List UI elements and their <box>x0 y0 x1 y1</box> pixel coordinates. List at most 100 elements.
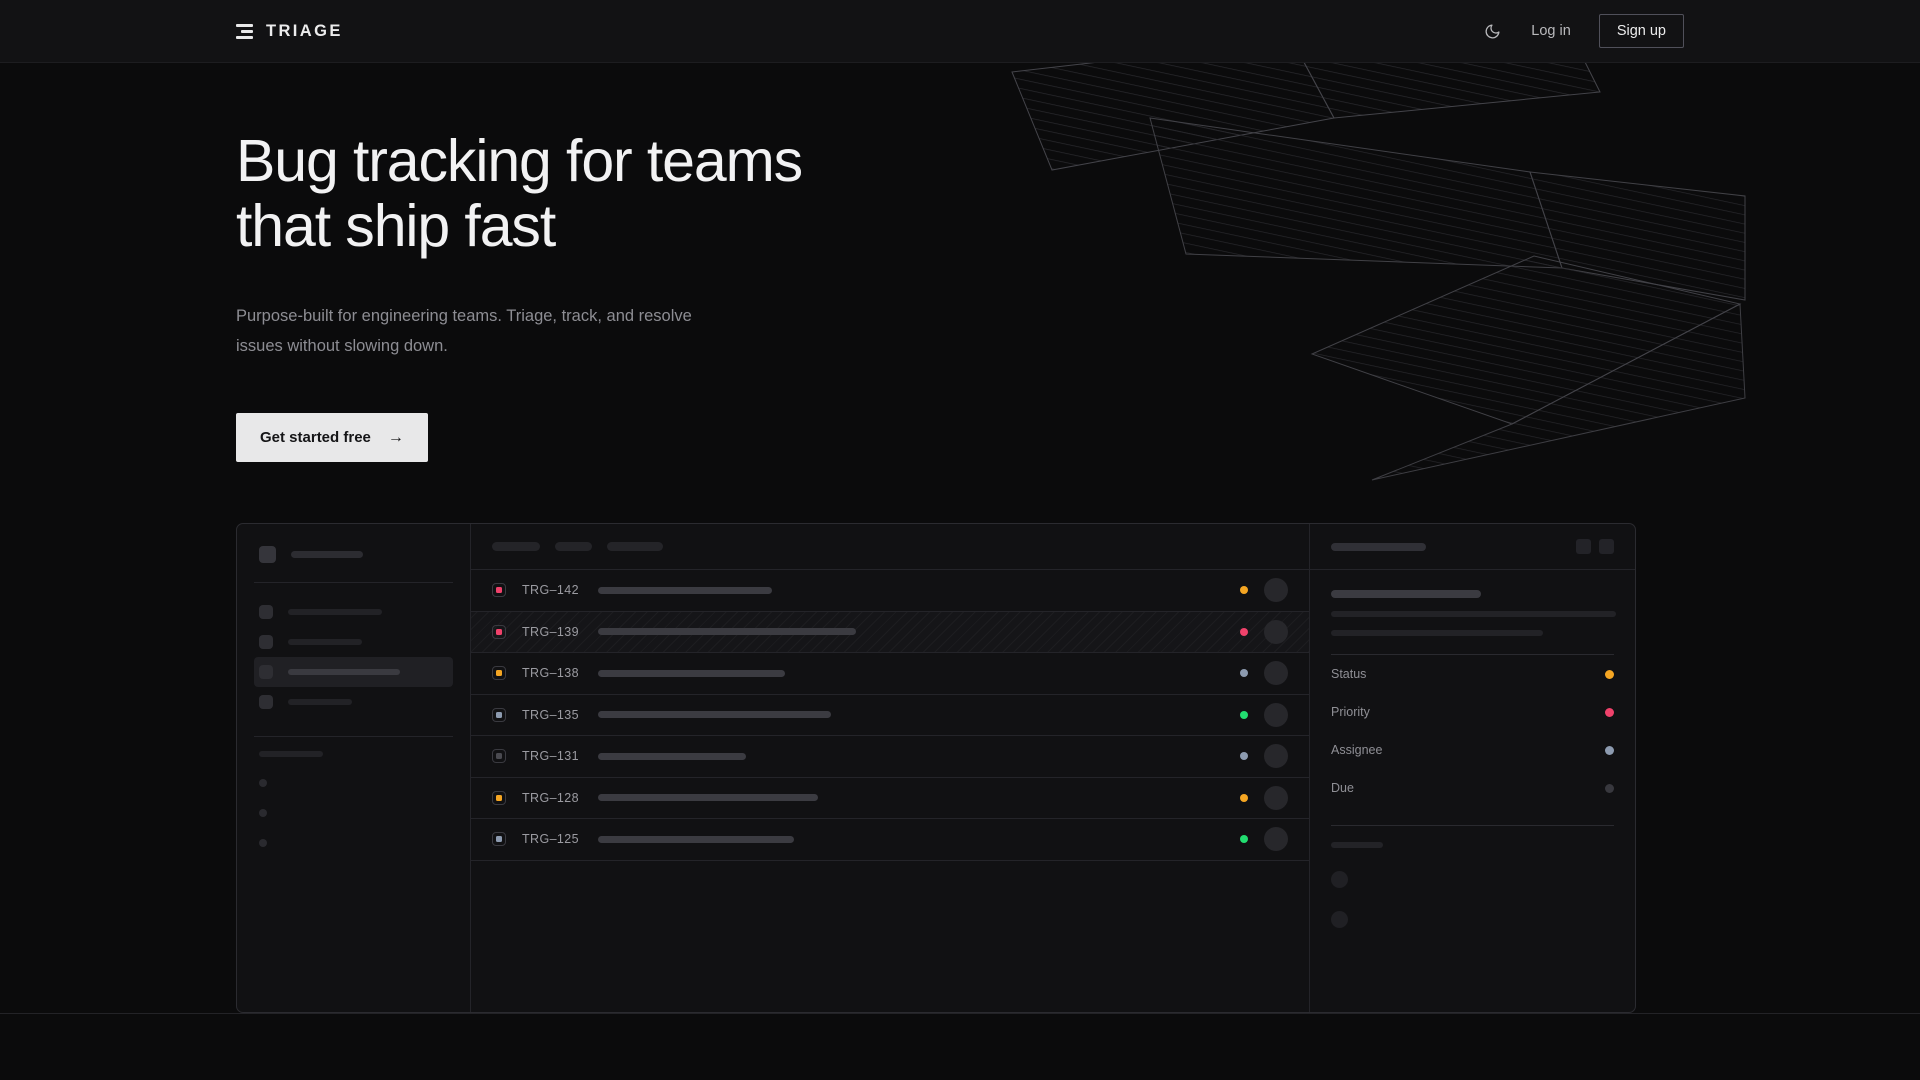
detail-description-placeholder <box>1331 611 1616 636</box>
get-started-button[interactable]: Get started free → <box>236 413 428 462</box>
issue-row[interactable]: TRG–135 <box>471 695 1309 736</box>
signup-button[interactable]: Sign up <box>1598 14 1684 48</box>
mockup-sidebar <box>237 524 471 1012</box>
issue-row[interactable]: TRG–128 <box>471 778 1309 819</box>
sidebar-nav-item-1[interactable] <box>254 627 453 657</box>
detail-field-priority[interactable]: Priority <box>1331 693 1614 731</box>
issue-id: TRG–139 <box>522 624 579 639</box>
top-navigation-bar: TRIAGE Log in Sign up <box>0 0 1920 63</box>
comment-avatar-0 <box>1331 871 1348 888</box>
issue-status-chip[interactable] <box>492 583 506 598</box>
issue-priority-dot <box>1240 710 1248 719</box>
detail-field-value-dot <box>1605 783 1614 793</box>
arrow-right-icon: → <box>387 428 404 446</box>
issue-assignee-avatar[interactable] <box>1264 827 1288 852</box>
issue-status-chip[interactable] <box>492 749 506 764</box>
issue-priority-dot <box>1240 793 1248 802</box>
sidebar-nav-list <box>254 597 453 717</box>
detail-field-label: Priority <box>1331 705 1370 719</box>
issue-row[interactable]: TRG–142 <box>471 570 1309 612</box>
issue-row[interactable]: TRG–131 <box>471 736 1309 778</box>
issue-row[interactable]: TRG–125 <box>471 819 1309 861</box>
detail-panel-header <box>1310 524 1635 570</box>
get-started-label: Get started free <box>260 429 371 446</box>
issue-priority-dot <box>1240 752 1248 761</box>
workspace-name-placeholder <box>291 551 363 558</box>
issue-title-placeholder <box>598 835 794 843</box>
detail-field-value-dot <box>1605 669 1614 679</box>
issue-priority-dot <box>1240 835 1248 844</box>
page-title: Bug tracking for teams that ship fast <box>236 129 996 259</box>
issue-assignee-avatar[interactable] <box>1264 702 1288 727</box>
issue-status-chip[interactable] <box>492 707 506 722</box>
page-bottom-divider <box>0 1013 1920 1014</box>
top-nav-actions: Log in Sign up <box>1481 14 1684 48</box>
issue-list-tab-0[interactable] <box>492 542 540 551</box>
sidebar-nav-label-placeholder <box>288 609 382 615</box>
detail-divider-top <box>1331 654 1614 655</box>
issue-title-placeholder <box>598 711 831 719</box>
sidebar-project-dot-1[interactable] <box>259 809 267 817</box>
sidebar-nav-icon <box>259 635 273 649</box>
issue-status-chip[interactable] <box>492 624 506 639</box>
issue-title-placeholder <box>598 586 772 594</box>
issue-title-placeholder <box>598 628 856 636</box>
moon-icon[interactable] <box>1481 20 1503 42</box>
detail-field-due[interactable]: Due <box>1331 769 1614 807</box>
sidebar-nav-label-placeholder <box>288 669 400 675</box>
sidebar-nav-item-0[interactable] <box>254 597 453 627</box>
issue-row-meta <box>1240 785 1288 810</box>
issue-title-placeholder <box>598 794 818 802</box>
issue-row-meta <box>1240 661 1288 686</box>
comments-list <box>1331 871 1614 928</box>
detail-field-value-dot <box>1605 707 1614 717</box>
brand-logo[interactable]: TRIAGE <box>236 22 343 41</box>
issue-assignee-avatar[interactable] <box>1264 661 1288 686</box>
detail-description-line-1 <box>1331 630 1543 636</box>
login-link[interactable]: Log in <box>1531 23 1571 39</box>
stacked-bars-icon <box>236 22 253 41</box>
detail-header-button-1[interactable] <box>1599 539 1614 554</box>
issue-assignee-avatar[interactable] <box>1264 785 1288 810</box>
detail-field-label: Status <box>1331 667 1367 681</box>
detail-issue-title-placeholder <box>1331 590 1481 598</box>
issue-assignee-avatar[interactable] <box>1264 619 1288 644</box>
sidebar-nav-icon <box>259 605 273 619</box>
issue-status-chip[interactable] <box>492 666 506 681</box>
hero-section: Bug tracking for teams that ship fast Pu… <box>0 63 1920 462</box>
detail-header-button-0[interactable] <box>1576 539 1591 554</box>
issue-id: TRG–128 <box>522 790 579 805</box>
issue-status-chip[interactable] <box>492 832 506 847</box>
issue-row[interactable]: TRG–139 <box>471 611 1309 653</box>
issue-id: TRG–138 <box>522 666 579 681</box>
sidebar-project-dots <box>254 779 453 847</box>
issue-assignee-avatar[interactable] <box>1264 578 1288 603</box>
issue-status-chip[interactable] <box>492 790 506 805</box>
sidebar-nav-item-2[interactable] <box>254 657 453 687</box>
sidebar-project-dot-2[interactable] <box>259 839 267 847</box>
detail-field-assignee[interactable]: Assignee <box>1331 731 1614 769</box>
issue-list-tab-1[interactable] <box>555 542 592 551</box>
issue-assignee-avatar[interactable] <box>1264 744 1288 769</box>
sidebar-project-dot-0[interactable] <box>259 779 267 787</box>
detail-header-actions <box>1576 539 1614 554</box>
issue-priority-dot <box>1240 627 1248 636</box>
issue-row-meta <box>1240 827 1288 852</box>
issue-list-tab-2[interactable] <box>607 542 663 551</box>
issue-row-meta <box>1240 744 1288 769</box>
issue-row-meta <box>1240 619 1288 644</box>
detail-field-status[interactable]: Status <box>1331 655 1614 693</box>
issue-row[interactable]: TRG–138 <box>471 653 1309 695</box>
sidebar-nav-item-3[interactable] <box>254 687 453 717</box>
comments-section-label-placeholder <box>1331 842 1383 848</box>
workspace-switcher[interactable] <box>254 542 453 563</box>
sidebar-divider-bottom <box>254 736 453 737</box>
detail-description-line-0 <box>1331 611 1616 617</box>
detail-field-label: Assignee <box>1331 743 1383 757</box>
issue-id: TRG–142 <box>522 583 579 598</box>
